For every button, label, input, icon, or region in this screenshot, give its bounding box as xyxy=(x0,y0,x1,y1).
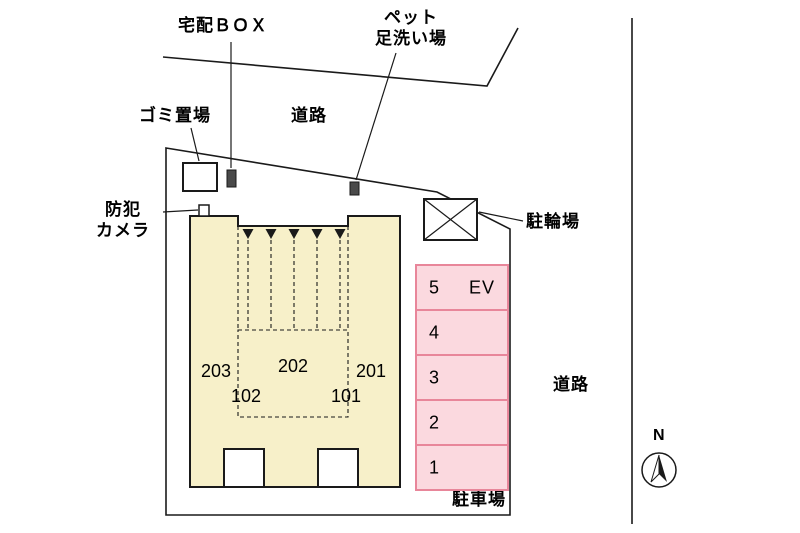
compass-needle-dark-icon xyxy=(659,455,667,482)
pet-wash-label-line1: ペット xyxy=(384,8,438,27)
upper-unit-dashed-outline xyxy=(237,329,349,418)
security-camera-label-line2: カメラ xyxy=(96,221,150,240)
parking-lot-label: 駐車場 xyxy=(452,490,506,509)
bicycle-parking-cross-line xyxy=(423,198,478,241)
unit-label-201: 201 xyxy=(355,361,387,381)
pet-wash-label-line2: 足洗い場 xyxy=(375,29,447,48)
garbage-leader-line xyxy=(190,127,200,162)
pet-wash-marker xyxy=(349,181,360,196)
bicycle-leader-line xyxy=(478,211,524,222)
parking-space-5: 5 EV xyxy=(415,264,509,311)
garbage-area-label: ゴミ置場 xyxy=(139,106,211,125)
entrance-triangle-icon xyxy=(311,229,323,239)
site-boundary xyxy=(165,147,511,516)
entrance-triangle-icon xyxy=(242,229,254,239)
road-right-label: 道路 xyxy=(553,375,589,394)
parking-space-number: 5 xyxy=(429,277,440,297)
pet-wash-label: ペット 足洗い場 xyxy=(368,7,454,49)
road-top-label: 道路 xyxy=(291,106,327,125)
camera-leader-line xyxy=(162,209,199,213)
top-road-boundary-line xyxy=(162,27,519,87)
pet-wash-leader-line xyxy=(355,52,397,181)
parking-space-1: 1 xyxy=(415,444,509,491)
unit-label-101: 101 xyxy=(330,386,362,406)
bicycle-parking-label: 駐輪場 xyxy=(526,212,580,231)
entrance-triangle-icon xyxy=(265,229,277,239)
garbage-area-box xyxy=(182,162,218,192)
parking-space-3: 3 xyxy=(415,354,509,401)
compass-needle-light-icon xyxy=(650,454,660,483)
entrance-triangle-icon xyxy=(288,229,300,239)
unit-label-203: 203 xyxy=(200,361,232,381)
parking-space-4: 4 xyxy=(415,309,509,356)
parking-space-2: 2 xyxy=(415,399,509,446)
parking-space-number: 3 xyxy=(429,367,440,387)
parking-space-number: 1 xyxy=(429,457,440,477)
delivery-box-marker xyxy=(226,169,237,188)
security-camera-label-line1: 防犯 xyxy=(105,200,141,219)
unit-label-102: 102 xyxy=(230,386,262,406)
parking-space-number: 4 xyxy=(429,322,440,342)
compass-north-label: N xyxy=(653,427,665,444)
delivery-box-label: 宅配ＢＯＸ xyxy=(178,16,268,35)
building-outline xyxy=(189,215,401,488)
unit-label-202: 202 xyxy=(277,356,309,376)
stair-bay xyxy=(317,448,359,488)
entrance-triangle-icon xyxy=(334,229,346,239)
security-camera-marker xyxy=(198,204,210,217)
stair-bay xyxy=(223,448,265,488)
security-camera-label: 防犯 カメラ xyxy=(96,199,150,241)
parking-space-ev-tag: EV xyxy=(469,277,496,297)
parking-space-number: 2 xyxy=(429,412,440,432)
